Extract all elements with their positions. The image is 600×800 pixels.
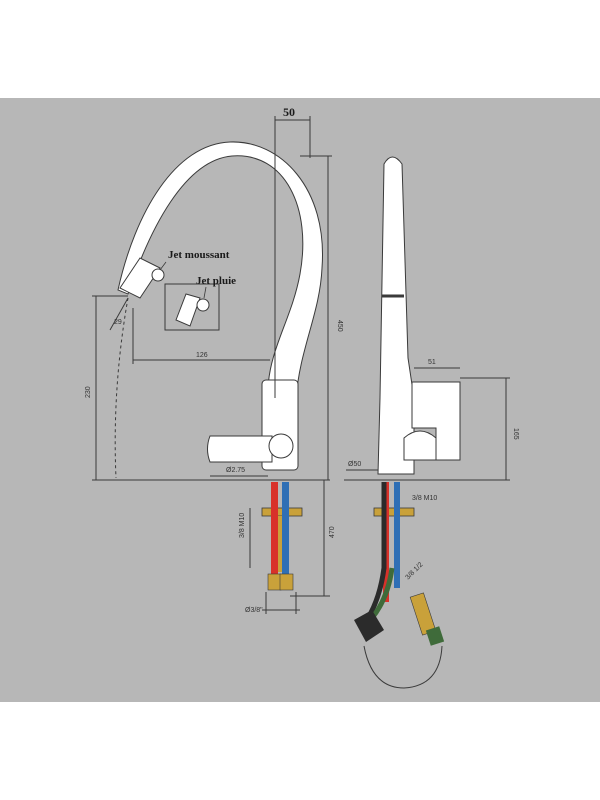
dim-text-top-offset: 50	[283, 105, 295, 119]
lever-pivot	[268, 433, 294, 459]
hose-fitting-red	[267, 573, 282, 591]
side-connector-dark	[354, 610, 384, 642]
leader-jet-moussant	[159, 261, 167, 271]
side-handle-knob	[403, 430, 437, 461]
side-dim-text-handle: 165	[512, 428, 519, 440]
side-hose-loop	[363, 645, 443, 689]
jet-pluie-nozzle	[196, 298, 210, 312]
dim-text-total-height: 450	[336, 320, 343, 332]
front-view	[92, 116, 332, 614]
side-dim-text-m: 3/8 M10	[412, 495, 437, 502]
left-supply-hoses	[261, 482, 303, 591]
label-jet-moussant: Jet moussant	[168, 249, 230, 261]
dim-text-thread: 3/8 M10	[239, 513, 246, 538]
dim-text-below-counter: 470	[329, 526, 336, 538]
hose-red	[271, 482, 278, 582]
side-spout-column	[377, 156, 415, 475]
jet-moussant-nozzle	[151, 268, 165, 282]
right-supply-hoses	[354, 482, 445, 646]
label-jet-pluie: Jet pluie	[196, 275, 236, 287]
dim-text-spout-height: 230	[85, 386, 92, 398]
lever-handle	[207, 435, 273, 463]
side-dim-text-base: Ø50	[348, 461, 361, 468]
hose-blue	[282, 482, 289, 582]
jet-pluie-head	[175, 293, 201, 327]
side-dim-text-small: 51	[428, 359, 436, 366]
side-hose-blue	[394, 482, 400, 588]
dim-text-reach: 126	[196, 352, 208, 359]
leader-jet-pluie	[203, 286, 207, 299]
side-green-collar	[425, 626, 445, 646]
threaded-rod	[278, 516, 282, 572]
dim-angle-arc	[114, 297, 129, 479]
dim-text-base: Ø2.75	[226, 467, 245, 474]
dim-text-angle: 29	[114, 319, 122, 326]
spray-head	[119, 257, 161, 299]
technical-drawing-panel: Jet moussant Jet pluie 50 450 126 230 29…	[0, 98, 600, 702]
side-view	[344, 156, 510, 689]
dim-angle-ray	[109, 297, 129, 331]
faucet-dimension-drawing: Jet moussant Jet pluie 50 450 126 230 29…	[0, 98, 600, 702]
dim-text-connector: Ø3/8"	[245, 607, 263, 614]
hose-fitting-blue	[279, 573, 294, 591]
